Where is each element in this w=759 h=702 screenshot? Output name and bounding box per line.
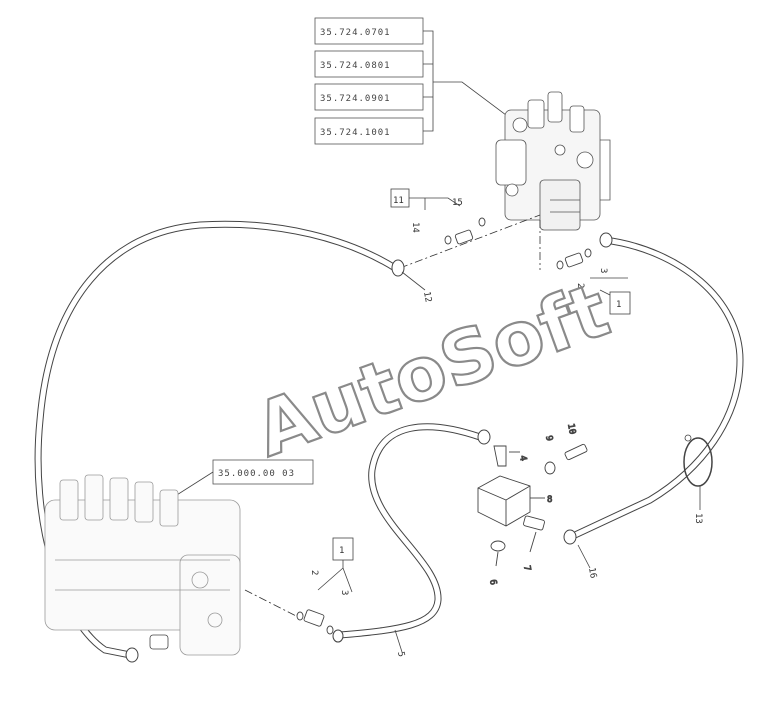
callout-3-bottom: 3 <box>339 590 349 595</box>
hose-clamp-13: 13 <box>683 434 713 524</box>
callout-15: 15 <box>452 198 463 208</box>
callout-5: 5 <box>395 651 406 658</box>
boxed-label-11: 11 <box>393 196 404 206</box>
fittings-group-top: 11 15 14 <box>390 188 541 269</box>
callout-8: 8 <box>547 495 552 505</box>
reference-label-1: 35.724.0701 <box>320 28 391 38</box>
callout-3-top: 3 <box>598 268 608 273</box>
center-fittings: 4 9 10 <box>493 422 588 475</box>
callout-2-bottom: 2 <box>309 570 319 575</box>
reference-label-4: 35.724.1001 <box>320 128 391 138</box>
reference-box-2[interactable] <box>314 50 424 78</box>
callout-10: 10 <box>565 423 577 435</box>
reference-box-1[interactable] <box>314 17 424 45</box>
callout-13: 13 <box>693 513 703 524</box>
reference-label-5: 35.000.00 03 <box>218 469 295 479</box>
callout-14: 14 <box>410 222 420 233</box>
callout-12: 12 <box>421 291 433 303</box>
fittings-group-right: 3 2 1 <box>556 248 631 315</box>
reference-group-top: 35.724.0701 35.724.0801 35.724.0901 35.7… <box>314 17 511 145</box>
fittings-group-bottom: 1 2 3 <box>296 537 354 635</box>
reference-label-3: 35.724.0901 <box>320 94 391 104</box>
callout-2-top: 2 <box>575 283 585 288</box>
reference-label-2: 35.724.0801 <box>320 61 391 71</box>
boxed-label-1-right-frame[interactable] <box>609 291 631 315</box>
callout-7: 7 <box>521 565 532 572</box>
mounting-block-8: 8 7 6 <box>477 475 553 586</box>
main-control-valve-bottom <box>44 474 241 656</box>
callout-4: 4 <box>517 455 528 462</box>
boxed-label-1-right: 1 <box>616 300 621 310</box>
callout-6: 6 <box>487 579 498 586</box>
boxed-label-1-bottom: 1 <box>339 546 344 556</box>
reference-bracket-top <box>423 30 511 132</box>
callout-9: 9 <box>543 435 554 442</box>
leader-12 <box>401 271 426 291</box>
control-valve-top <box>495 91 611 231</box>
reference-box-3[interactable] <box>314 83 424 111</box>
hose-16 <box>563 232 744 545</box>
hose-5 <box>332 423 491 643</box>
reference-box-5[interactable] <box>212 459 314 485</box>
centerline-bottom <box>244 589 301 619</box>
callout-16: 16 <box>586 567 598 579</box>
